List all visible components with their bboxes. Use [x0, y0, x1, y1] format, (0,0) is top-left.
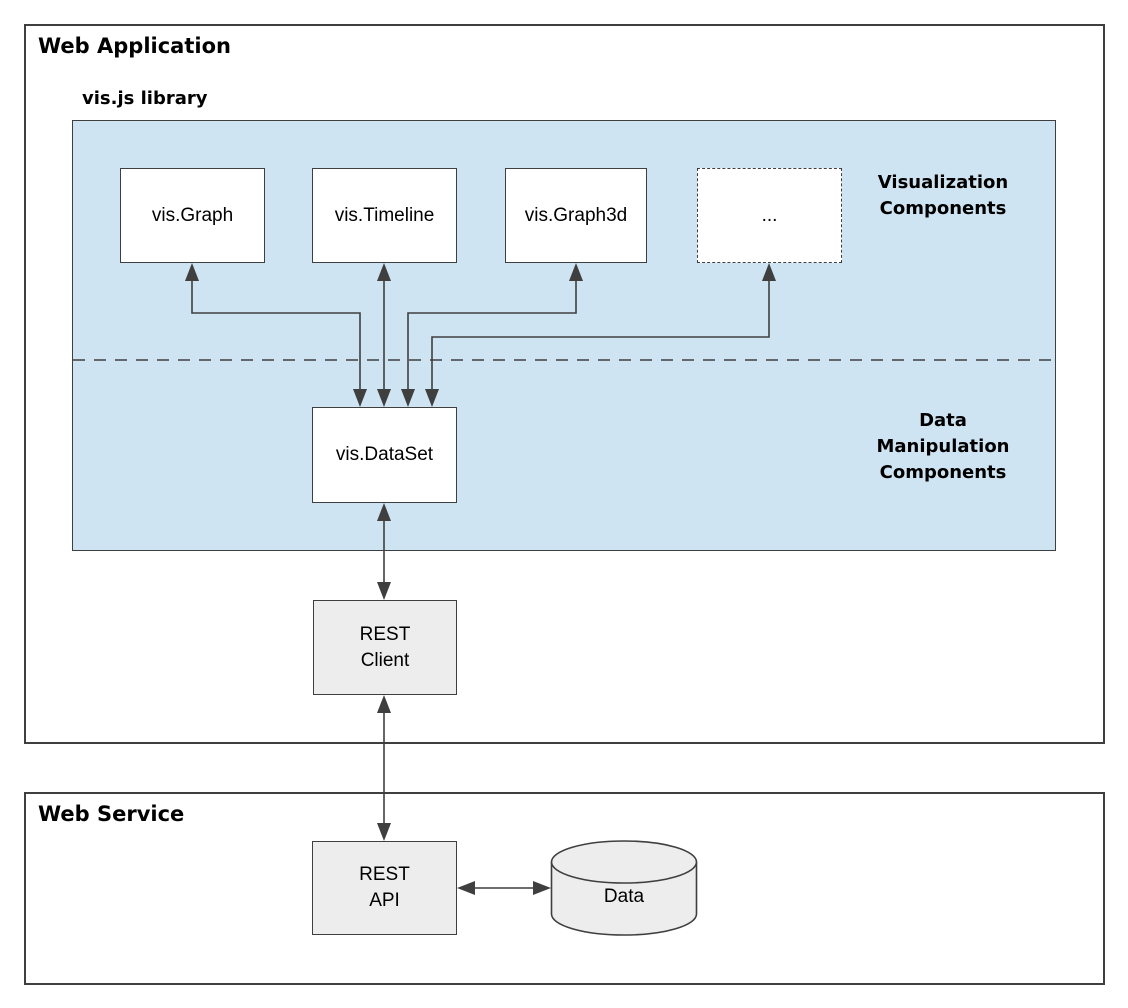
node-rest-api: REST API	[312, 841, 457, 935]
annotation-visualization-line2: Components	[879, 198, 1007, 219]
node-more-components: ...	[697, 168, 842, 263]
node-vis-timeline: vis.Timeline	[312, 168, 457, 263]
node-vis-graph3d: vis.Graph3d	[505, 168, 647, 263]
annotation-data-manipulation-line1: Data	[919, 410, 967, 431]
vis-library-title: vis.js library	[82, 88, 208, 109]
annotation-data-manipulation-line2: Manipulation	[876, 436, 1010, 457]
web-service-container: Web Service	[24, 792, 1105, 985]
node-rest-client-line1: REST	[359, 623, 411, 645]
annotation-visualization-components: Visualization Components	[843, 170, 1043, 222]
node-rest-api-line1: REST	[359, 864, 410, 886]
node-vis-graph3d-label: vis.Graph3d	[524, 204, 628, 226]
node-vis-graph: vis.Graph	[120, 168, 265, 263]
node-more-components-label: ...	[761, 204, 778, 226]
web-application-title: Web Application	[38, 34, 231, 58]
annotation-data-manipulation-line3: Components	[879, 462, 1007, 483]
node-rest-client: REST Client	[313, 600, 457, 695]
web-service-title: Web Service	[38, 802, 185, 826]
annotation-data-manipulation-components: Data Manipulation Components	[843, 408, 1043, 486]
node-rest-client-line2: Client	[360, 649, 410, 671]
node-rest-api-line2: API	[369, 890, 400, 911]
node-vis-graph-label: vis.Graph	[151, 204, 234, 226]
node-vis-timeline-label: vis.Timeline	[334, 204, 435, 226]
node-vis-dataset-label: vis.DataSet	[335, 444, 434, 466]
annotation-visualization-line1: Visualization	[877, 172, 1009, 193]
node-vis-dataset: vis.DataSet	[312, 407, 457, 503]
